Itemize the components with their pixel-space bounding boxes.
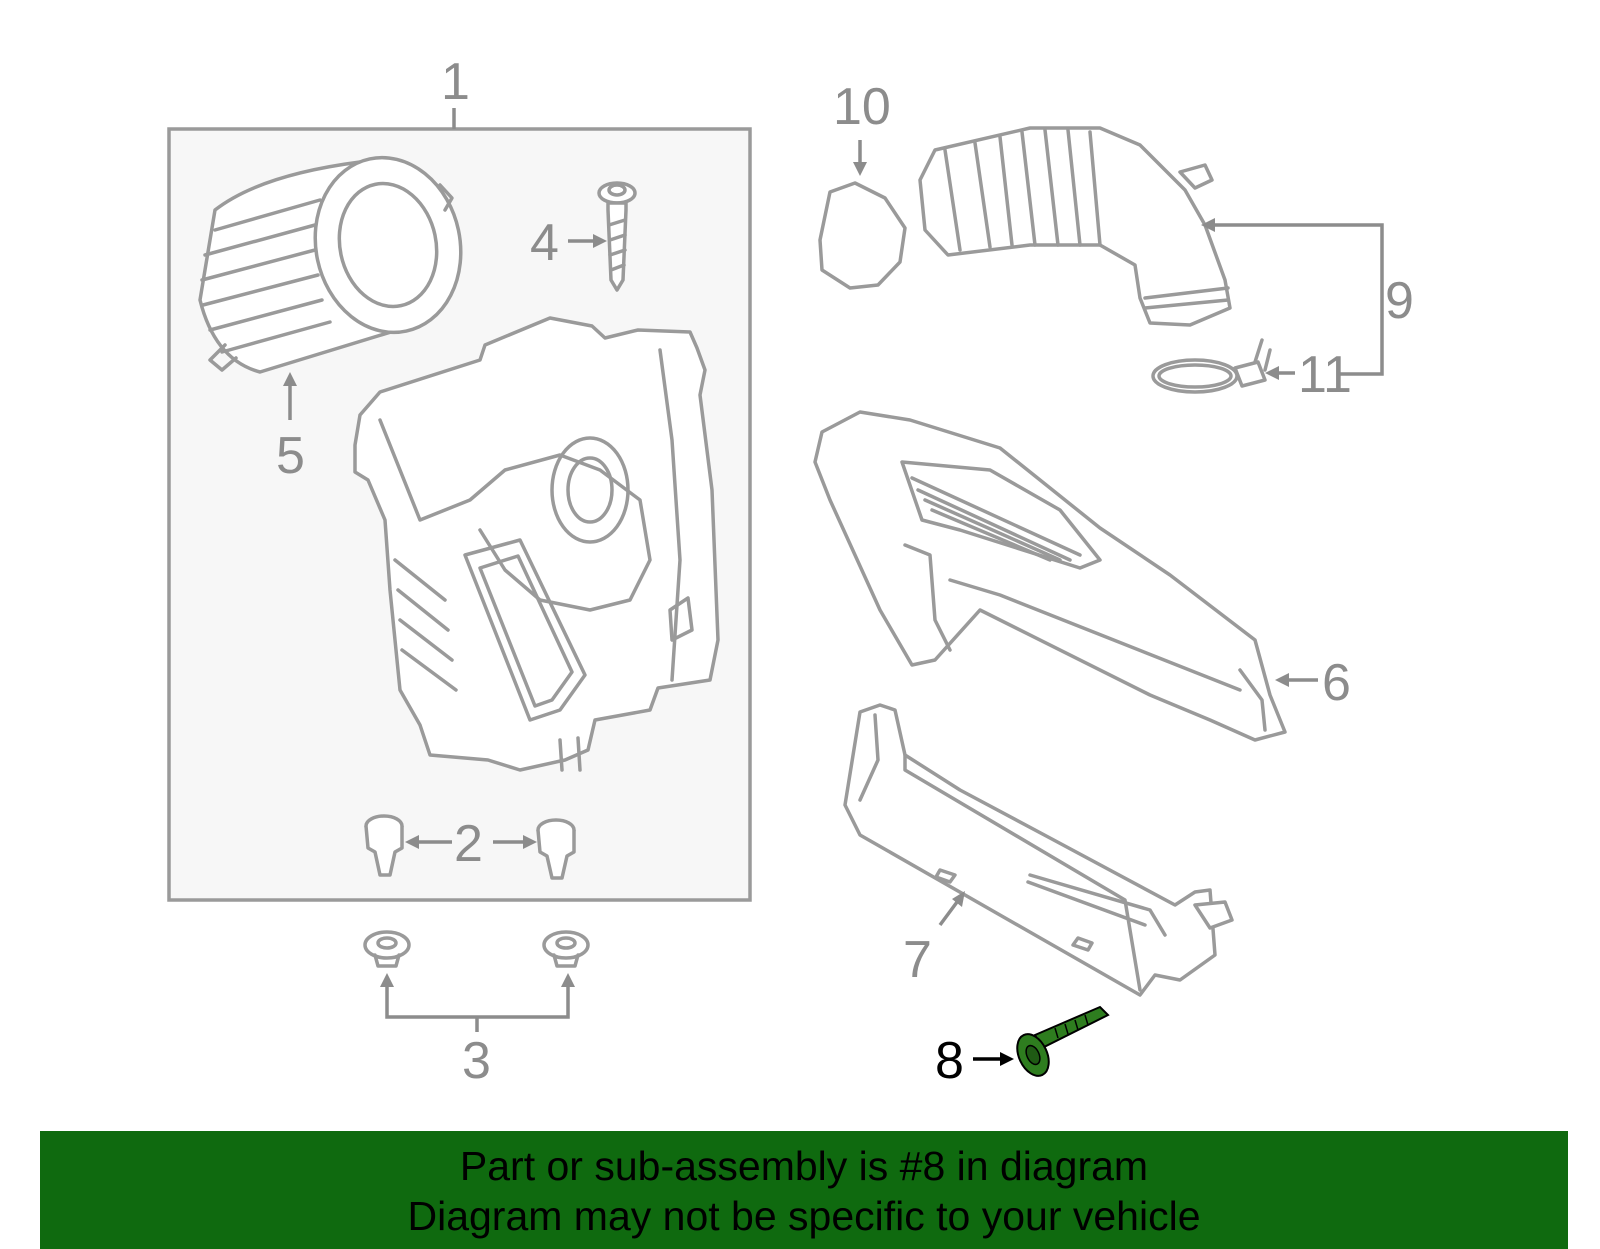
air-guide-part-6 <box>813 410 1287 742</box>
bolt-part-8-highlighted[interactable] <box>1011 1005 1110 1081</box>
callout-8: 8 <box>935 1032 964 1090</box>
callout-1: 1 <box>441 53 470 111</box>
callout-2: 2 <box>454 815 483 873</box>
banner-line-2: Diagram may not be specific to your vehi… <box>407 1193 1201 1239</box>
callout-4: 4 <box>530 214 559 272</box>
banner-line-1: Part or sub-assembly is #8 in diagram <box>459 1143 1149 1189</box>
grommet-part-2-left <box>364 814 404 877</box>
screw-part-4 <box>597 181 637 292</box>
info-banner: Part or sub-assembly is #8 in diagram Di… <box>40 1131 1568 1249</box>
air-cleaner-housing <box>353 316 720 772</box>
callout-6: 6 <box>1322 654 1351 712</box>
callout-7: 7 <box>903 931 932 989</box>
intake-duct-part-9 <box>918 126 1232 327</box>
callout-3: 3 <box>462 1032 491 1090</box>
parts-diagram: 1 2 3 4 5 6 7 8 9 10 11 <box>167 53 1414 1090</box>
callout-11: 11 <box>1298 346 1352 404</box>
leader-9 <box>1210 223 1384 376</box>
grommet-part-3-left <box>363 930 411 968</box>
grommet-part-2-right <box>536 818 576 880</box>
grommet-part-3-right <box>542 930 590 968</box>
air-filter-element <box>198 155 463 374</box>
gasket-part-10 <box>818 181 907 290</box>
callout-5: 5 <box>276 427 305 485</box>
leader-3 <box>385 985 570 1032</box>
callout-10: 10 <box>833 78 891 136</box>
callout-9: 9 <box>1385 272 1414 330</box>
bracket-part-7 <box>843 703 1234 997</box>
clamp-part-11 <box>1151 338 1272 394</box>
